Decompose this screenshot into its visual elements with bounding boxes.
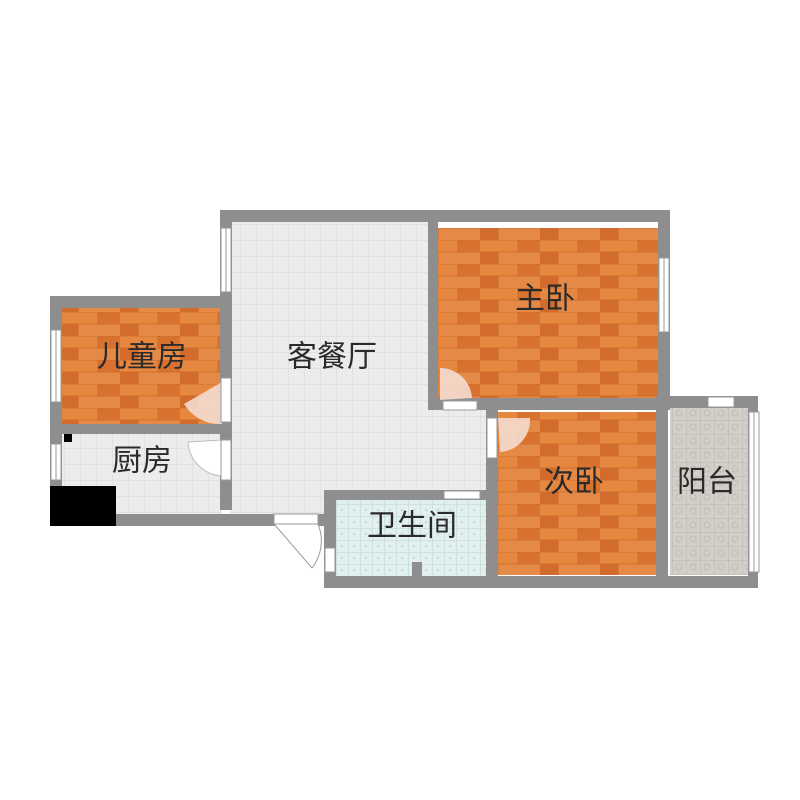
wall [50,296,230,308]
doors [184,367,531,569]
wall [428,210,438,410]
label-children-room: 儿童房 [97,340,187,375]
label-balcony: 阳台 [677,465,737,500]
room-labels: 客餐厅 主卧 儿童房 厨房 次卧 卫生间 阳台 [97,282,737,544]
corridor-floor [230,430,330,520]
wall [412,562,422,578]
kitchen-pipe [64,434,72,442]
wall [324,490,494,500]
wall [50,514,334,526]
door-master-bedroom[interactable] [440,367,472,400]
label-bathroom: 卫生间 [367,509,457,544]
wall [324,576,758,588]
window-bath-top [443,490,481,500]
label-living-dining: 客餐厅 [287,340,377,375]
windows [50,227,760,573]
bathroom-floor [336,500,486,576]
door-entrance[interactable] [272,523,322,569]
label-kitchen: 厨房 [112,444,172,479]
window-bath-left [324,547,336,573]
wall [656,398,668,588]
wall [220,210,670,222]
floors [62,218,748,576]
door-kitchen[interactable] [187,439,223,477]
balcony-floor [670,408,748,575]
window-balcony-top [707,396,735,408]
door-second-bedroom[interactable] [498,418,531,452]
master-bedroom-floor [438,228,660,398]
label-second-bedroom: 次卧 [544,465,604,500]
label-master-bedroom: 主卧 [515,282,575,317]
wall [324,492,336,588]
wall [50,424,232,434]
door-children-room[interactable] [184,382,222,425]
wall [656,396,758,408]
kitchen-flue-block [50,486,116,526]
